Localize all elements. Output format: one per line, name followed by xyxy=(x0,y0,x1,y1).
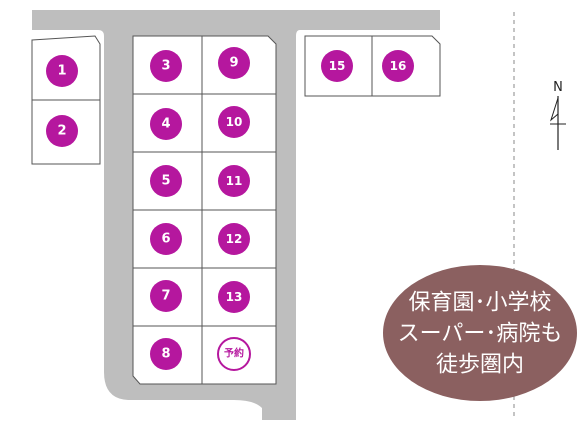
lot-16[interactable]: 16 xyxy=(371,35,441,97)
lot-reserved-label: 予約 xyxy=(224,347,244,360)
lot-12[interactable]: 12 xyxy=(201,209,277,269)
lot-5[interactable]: 5 xyxy=(132,151,203,211)
lot-5-label: 5 xyxy=(161,174,170,189)
callout-line-1: 保育園･小学校 xyxy=(408,291,551,316)
lot-2-marker xyxy=(46,115,78,147)
lot-15-marker xyxy=(321,50,353,82)
lot-1-marker xyxy=(46,55,78,87)
lot-8-label: 8 xyxy=(161,347,170,362)
lot-4-label: 4 xyxy=(161,117,170,132)
lot-9[interactable]: 9 xyxy=(201,35,277,95)
lot-11-marker xyxy=(218,165,250,197)
lot-6-marker xyxy=(150,223,182,255)
lot-2-label: 2 xyxy=(57,124,66,139)
callout-line-3: 徒歩圏内 xyxy=(436,353,524,378)
lot-13-label: 13 xyxy=(226,290,243,304)
info-callout: 保育園･小学校 スーパー･病院も 徒歩圏内 xyxy=(383,265,577,401)
lot-10[interactable]: 10 xyxy=(201,93,277,153)
lot-3-marker xyxy=(150,50,182,82)
lot-3[interactable]: 3 xyxy=(132,35,203,95)
lot-7-marker xyxy=(150,280,182,312)
lot-3-label: 3 xyxy=(161,59,170,74)
lot-15[interactable]: 15 xyxy=(304,35,373,97)
lot-6-label: 6 xyxy=(161,232,170,247)
compass-label: N xyxy=(553,80,563,95)
lot-4-marker xyxy=(150,108,182,140)
lot-reserved[interactable]: 予約 xyxy=(201,325,277,385)
lot-16-label: 16 xyxy=(390,59,407,73)
lot-6[interactable]: 6 xyxy=(132,209,203,269)
lot-7-label: 7 xyxy=(161,289,170,304)
lot-15-label: 15 xyxy=(329,59,346,73)
lot-10-label: 10 xyxy=(226,115,243,129)
lot-8-marker xyxy=(150,338,182,370)
north-arrow-icon: N xyxy=(549,80,566,150)
lot-13[interactable]: 13 xyxy=(201,267,277,327)
lot-7[interactable]: 7 xyxy=(132,267,203,327)
lot-16-marker xyxy=(382,50,414,82)
lot-5-marker xyxy=(150,165,182,197)
lot-2[interactable]: 2 xyxy=(31,99,101,165)
lot-4[interactable]: 4 xyxy=(132,93,203,153)
lot-8[interactable]: 8 xyxy=(132,325,203,385)
lot-1-label: 1 xyxy=(57,64,66,79)
lot-11-label: 11 xyxy=(226,174,243,188)
lot-12-marker xyxy=(218,223,250,255)
lot-11[interactable]: 11 xyxy=(201,151,277,211)
lot-1[interactable]: 1 xyxy=(31,35,101,101)
lot-reserved-marker xyxy=(217,337,251,371)
lot-9-marker xyxy=(218,47,250,79)
lot-13-marker xyxy=(218,281,250,313)
lot-12-label: 12 xyxy=(226,232,243,246)
lot-10-marker xyxy=(218,106,250,138)
callout-line-2: スーパー･病院も xyxy=(398,322,563,347)
lot-9-label: 9 xyxy=(229,56,238,71)
